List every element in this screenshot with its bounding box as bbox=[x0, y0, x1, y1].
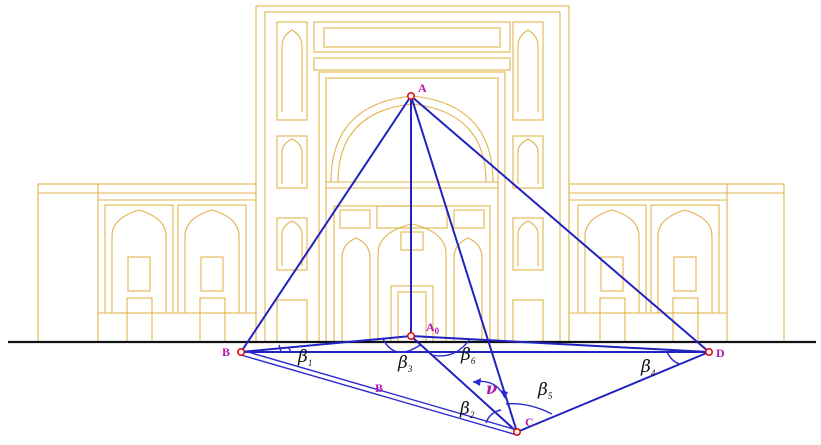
angle-beta1-sub: 1 bbox=[308, 358, 313, 368]
angle-beta5-sub: 5 bbox=[548, 391, 553, 401]
edge-A0-B bbox=[240, 335, 412, 353]
central-portal bbox=[255, 5, 570, 343]
point-C bbox=[512, 427, 521, 436]
angle-beta4-sub: 4 bbox=[651, 368, 656, 378]
edge-B-C bbox=[240, 349, 518, 431]
angle-beta6-greek: β bbox=[460, 345, 471, 365]
label-A: A bbox=[418, 81, 427, 95]
label-C: C bbox=[525, 415, 534, 429]
point-B bbox=[237, 347, 246, 356]
angle-arcs bbox=[278, 338, 681, 424]
angle-beta5: β5 bbox=[537, 380, 553, 401]
nu-arrow bbox=[472, 378, 508, 399]
edge-A-D bbox=[410, 95, 710, 353]
label-A0-sub: 0 bbox=[435, 326, 440, 336]
arc-beta4 bbox=[666, 351, 681, 365]
angle-beta3-sub: 3 bbox=[407, 364, 413, 374]
arc-beta1 bbox=[278, 344, 282, 353]
angle-beta4: β4 bbox=[640, 357, 656, 378]
edge-A-C bbox=[410, 95, 518, 433]
right-wing bbox=[568, 183, 785, 343]
edge-A0-D bbox=[410, 335, 710, 353]
angle-beta2: β2 bbox=[459, 399, 475, 420]
arc-beta1-outer bbox=[287, 346, 292, 353]
point-D bbox=[704, 347, 713, 356]
edge-A-B bbox=[240, 95, 412, 353]
angle-beta3: β3 bbox=[397, 353, 413, 374]
angle-beta4-greek: β bbox=[640, 357, 651, 377]
point-A0 bbox=[406, 331, 415, 340]
label-D: D bbox=[716, 346, 725, 360]
edge-B-C-double bbox=[240, 354, 518, 436]
angle-beta6-sub: 6 bbox=[471, 356, 476, 366]
edge-C-D bbox=[516, 351, 710, 433]
label-A0-base: A bbox=[426, 320, 435, 334]
arc-beta2 bbox=[485, 409, 502, 424]
label-B: B bbox=[222, 345, 230, 359]
arc-beta3 bbox=[382, 338, 421, 353]
angle-nu: ν bbox=[486, 379, 497, 398]
angle-beta2-greek: β bbox=[459, 399, 470, 419]
points bbox=[237, 92, 713, 436]
arc-beta5 bbox=[505, 403, 553, 415]
angle-beta5-greek: β bbox=[537, 380, 548, 400]
angle-beta6: β6 bbox=[460, 345, 476, 366]
left-wing bbox=[37, 183, 257, 343]
arc-beta6 bbox=[431, 338, 471, 357]
angle-beta3-greek: β bbox=[397, 353, 408, 373]
angle-beta2-sub: 2 bbox=[470, 410, 475, 420]
point-A bbox=[406, 92, 415, 101]
angle-beta1-greek: β bbox=[297, 347, 308, 367]
side-label-BC: B bbox=[375, 381, 383, 395]
geometry-lines bbox=[240, 95, 710, 436]
angle-beta1: β1 bbox=[297, 347, 312, 368]
label-A0: A0 bbox=[426, 320, 440, 336]
